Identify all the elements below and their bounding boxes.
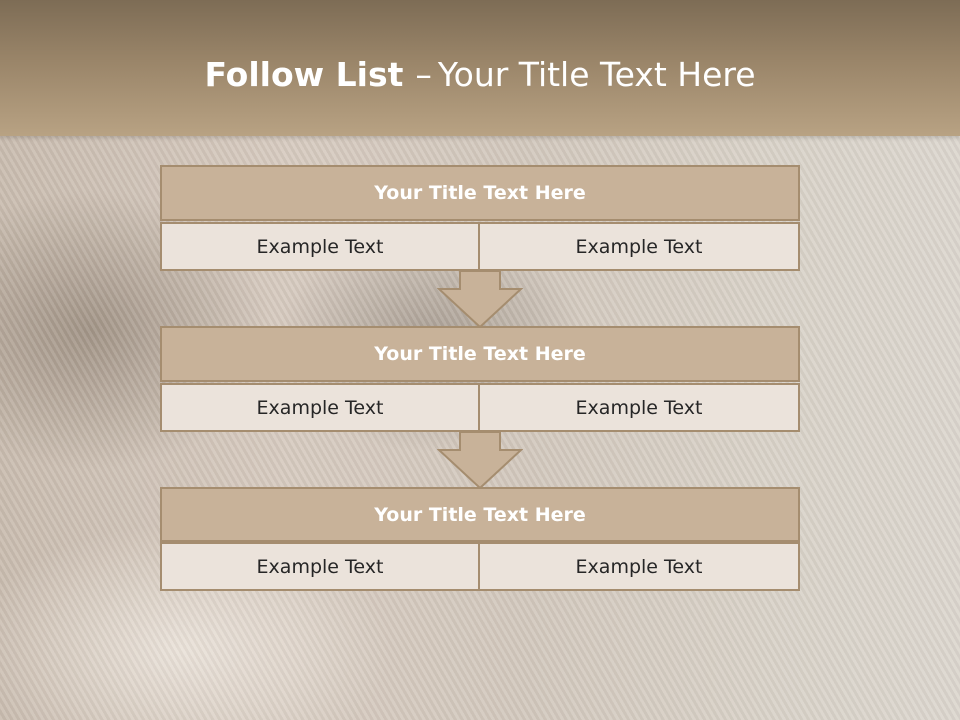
block-title: Your Title Text Here xyxy=(160,326,800,382)
slide-title: Follow List–Your Title Text Here xyxy=(0,52,960,98)
slide-title-rest: Your Title Text Here xyxy=(437,55,756,94)
block-cell-left: Example Text xyxy=(160,542,480,591)
block-title: Your Title Text Here xyxy=(160,487,800,542)
block-cell-left: Example Text xyxy=(160,383,480,432)
list-block-2: Your Title Text Here Example Text Exampl… xyxy=(160,326,800,432)
title-dash: – xyxy=(415,55,432,94)
list-block-3: Your Title Text Here Example Text Exampl… xyxy=(160,487,800,591)
block-cell-left: Example Text xyxy=(160,222,480,271)
block-title: Your Title Text Here xyxy=(160,165,800,221)
block-cell-right: Example Text xyxy=(480,542,800,591)
slide-title-bold: Follow List xyxy=(204,55,404,94)
block-cell-right: Example Text xyxy=(480,383,800,432)
block-cell-right: Example Text xyxy=(480,222,800,271)
down-arrow-icon xyxy=(437,271,523,329)
title-bar xyxy=(0,0,960,136)
list-block-1: Your Title Text Here Example Text Exampl… xyxy=(160,165,800,271)
down-arrow-icon xyxy=(437,432,523,490)
